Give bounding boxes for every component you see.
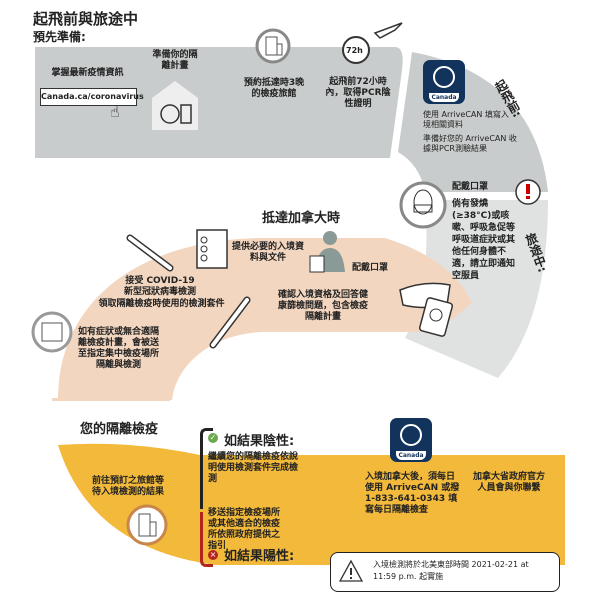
yellow-band-quarantine [58, 443, 565, 565]
facility-text: 如有症狀或無合適隔離檢疫計畫，會被送至指定集中檢疫場所隔離與檢測 [77, 327, 159, 370]
arrivecan-fill-text: 使用 ArriveCAN 填寫入境相關資料 [423, 110, 509, 129]
arrivecan-receipt-text: 準備好您的 ArriveCAN 收據與PCR測驗結果 [423, 134, 517, 153]
arrivecan-app-icon-2: Canada [390, 418, 432, 462]
positive-bracket [200, 512, 213, 567]
warning-triangle-icon [339, 559, 363, 582]
pointer-hand-icon: ☝ [110, 102, 120, 121]
negative-text: 繼續您的隔離檢疫依說明使用檢測套件完成檢測 [208, 452, 299, 484]
peach-band-tail [52, 398, 170, 401]
hotel-building-icon [255, 28, 291, 64]
mask-passport-icon [399, 282, 454, 337]
gray-band-prepare [35, 47, 403, 158]
check-circle-icon: ✓ [208, 433, 218, 443]
clock-plane-icon [342, 22, 403, 64]
transit-mask-text: 配戴口罩 [452, 182, 489, 192]
plan-text: 準備你的隔離計畫 [152, 50, 198, 71]
coronavirus-link[interactable]: Canada.ca/coronavirus [40, 88, 144, 106]
test-tube-icon [209, 296, 251, 349]
symptoms-text: 倘有發燒(≥38°C)或咳嗽、呼吸急促等呼吸道症狀或其他任何身體不適，請立即通知… [452, 199, 516, 281]
masked-face-icon [399, 181, 447, 229]
x-circle-icon: × [208, 550, 218, 560]
positive-heading: 如結果陽性: [224, 549, 295, 564]
quarantine-facility-icon [31, 311, 73, 353]
confirm-text: 確認入境資格及回答健康篩檢問題，包含檢疫隔離計畫 [278, 290, 369, 322]
prepare-heading: 預先準備: [33, 30, 86, 44]
clock-label: 72h [346, 46, 363, 55]
arrival-mask-text: 配戴口罩 [352, 263, 389, 273]
notice-text: 入境檢測將於北美東部時間 2021-02-21 at 11:59 p.m. 起實… [373, 560, 529, 581]
peach-band-arrival [58, 238, 472, 400]
go-hotel-text: 前往預訂之旅館等待入境檢測的結果 [91, 476, 164, 497]
positive-text: 移送指定檢疫場所或其他適合的檢疫所依照政府提供之指引 [208, 508, 281, 551]
effective-date-notice: 入境檢測將於北美東部時間 2021-02-21 at 11:59 p.m. 起實… [330, 552, 560, 592]
daily-checkin-text: 入境加拿大後，須每日使用 ArriveCAN 或撥 1-833-641-0343… [365, 472, 460, 515]
hotel-text: 預約抵達時3晚的檢疫旅館 [243, 78, 305, 99]
border-officer-icon [309, 231, 345, 273]
alert-bubble-icon [515, 179, 541, 205]
documents-text: 提供必要的入境資料與文件 [232, 242, 305, 263]
canada-wordmark: Canada [429, 93, 459, 102]
checklist-icon [196, 229, 228, 269]
page-title: 起飛前與旅途中 [33, 10, 139, 28]
pcr-text: 起飛前72小時內，取得PCR陰性證明 [325, 77, 391, 109]
contact-text: 加拿大省政府官方人員會與你聯繫 [472, 472, 545, 493]
test-kit-text: 領取隔離檢疫時使用的檢測套件 [98, 299, 225, 309]
canada-wordmark-2: Canada [396, 451, 426, 460]
arrival-heading: 抵達加拿大時 [262, 211, 341, 226]
hotel-icon [126, 504, 168, 546]
arrivecan-app-icon: Canada [423, 60, 465, 104]
negative-bracket [200, 428, 213, 509]
info-text: 掌握最新疫情資訊 [51, 68, 124, 78]
test-swab-icon [126, 234, 174, 272]
quarantine-heading: 您的隔離檢疫 [80, 422, 159, 437]
house-apple-icon [152, 81, 198, 130]
negative-heading: 如結果陰性: [224, 434, 295, 449]
covid-test-text: 接受 COVID-19 新型冠狀病毒檢測 [123, 276, 196, 297]
